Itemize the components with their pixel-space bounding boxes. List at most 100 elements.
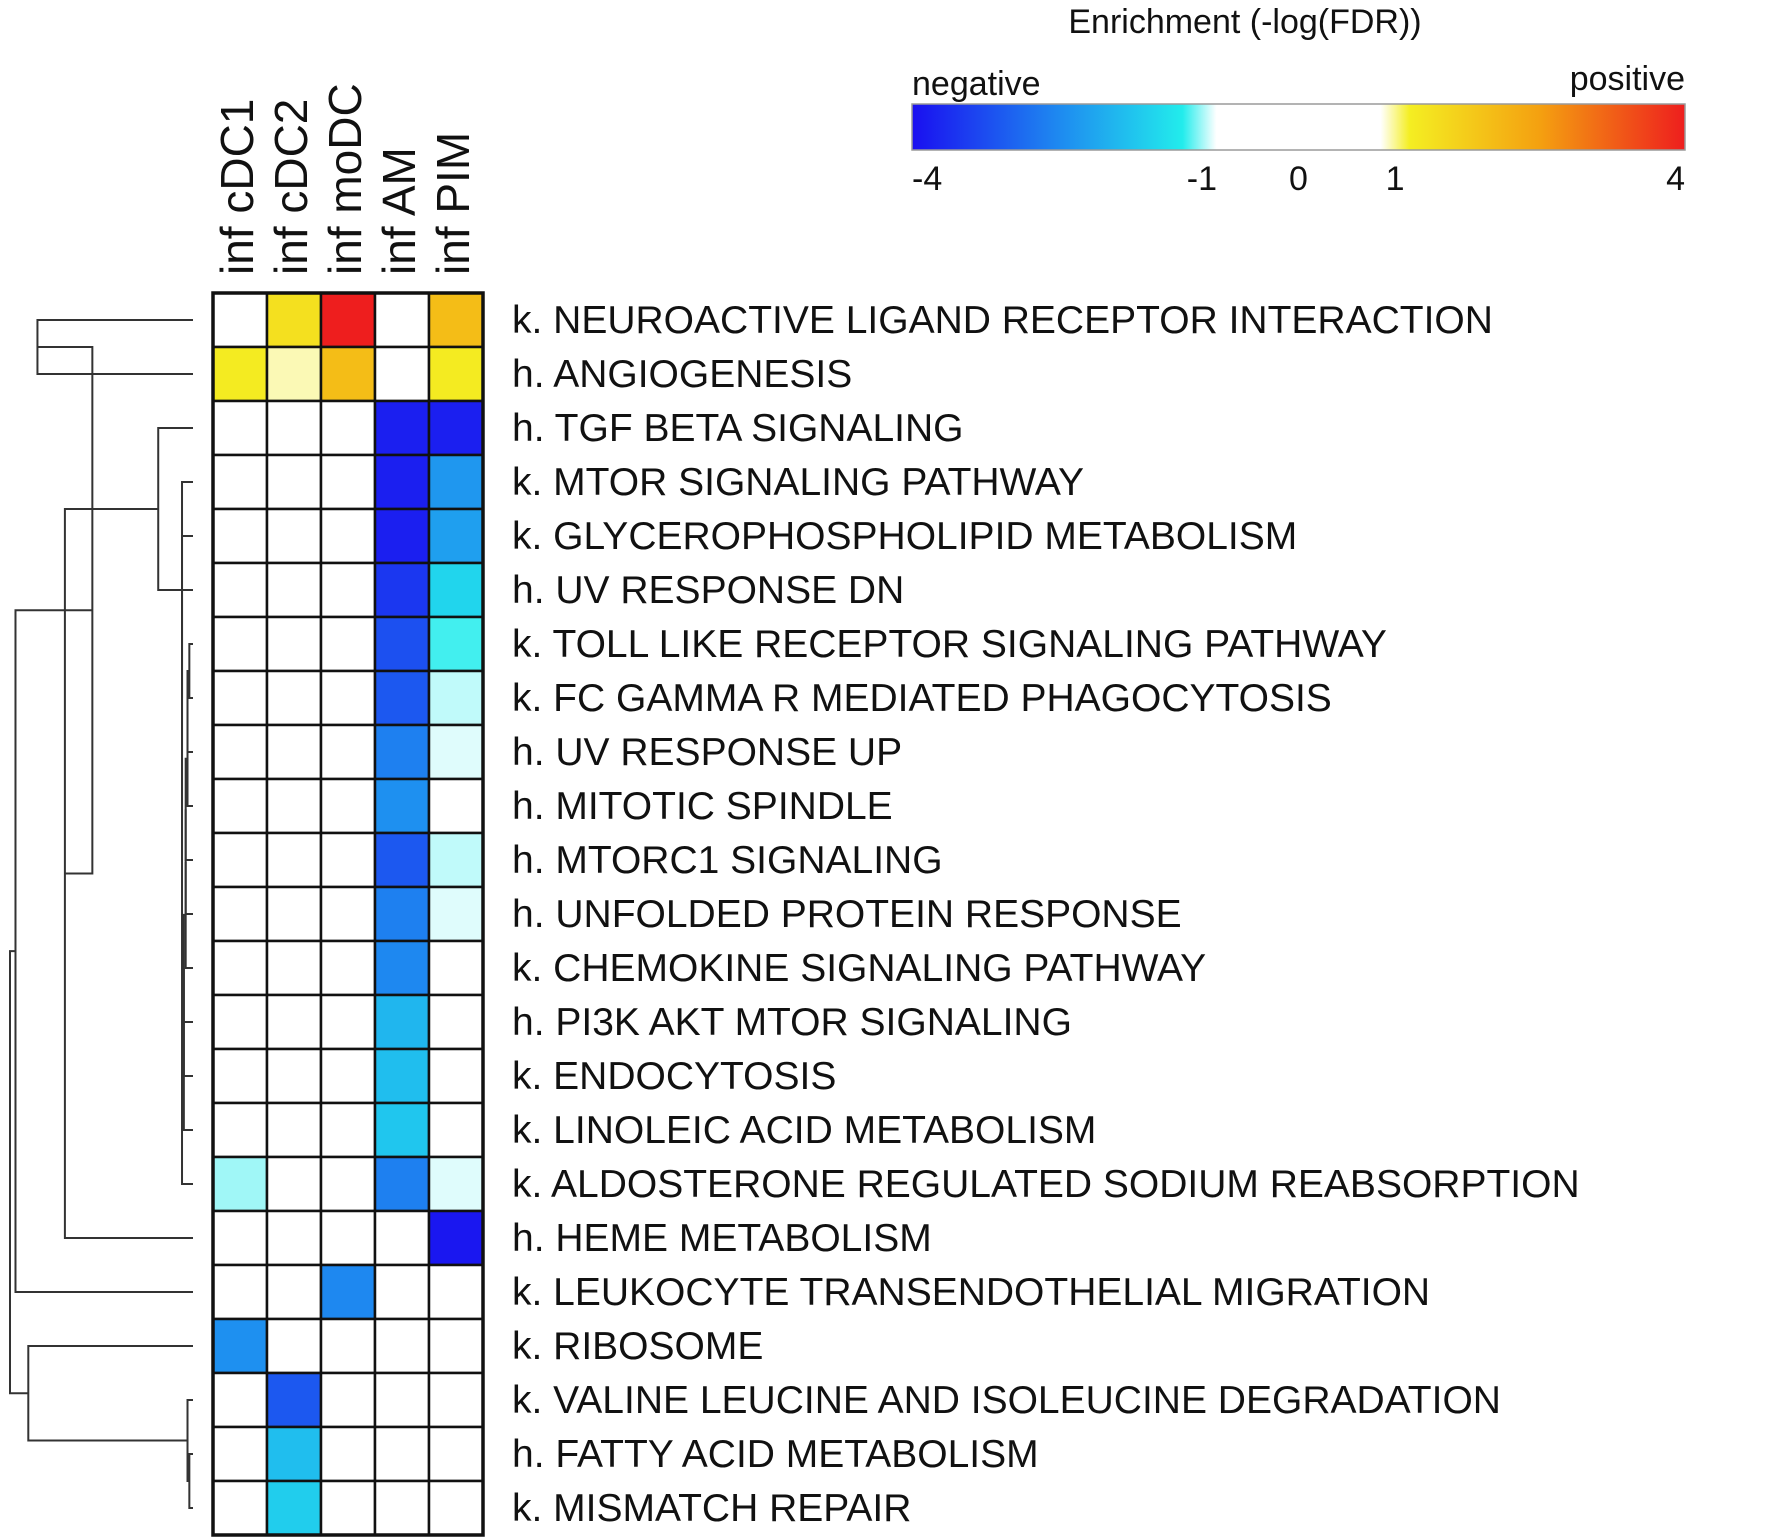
row-label: k. NEUROACTIVE LIGAND RECEPTOR INTERACTI… bbox=[512, 299, 1493, 342]
heatmap-cell bbox=[265, 723, 323, 781]
heatmap-cell bbox=[427, 399, 485, 457]
heatmap-cell bbox=[427, 831, 485, 889]
heatmap-cell bbox=[319, 561, 377, 619]
heatmap-cell bbox=[265, 1371, 323, 1429]
heatmap-cell bbox=[427, 615, 485, 673]
heatmap-cell bbox=[427, 561, 485, 619]
row-label: k. LINOLEIC ACID METABOLISM bbox=[512, 1109, 1096, 1152]
column-label: inf cDC2 bbox=[265, 99, 317, 275]
row-dendrogram bbox=[9, 319, 193, 1509]
dendrogram-branch bbox=[181, 481, 193, 699]
heatmap-cell bbox=[265, 1155, 323, 1213]
heatmap-cell bbox=[211, 291, 269, 349]
heatmap-cell bbox=[373, 885, 431, 943]
heatmap-cell bbox=[211, 1371, 269, 1429]
heatmap-cell bbox=[265, 1047, 323, 1105]
heatmap-cell bbox=[265, 885, 323, 943]
row-label: k. LEUKOCYTE TRANSENDOTHELIAL MIGRATION bbox=[512, 1271, 1430, 1314]
legend-high-label: positive bbox=[1570, 60, 1685, 98]
heatmap-cell bbox=[319, 885, 377, 943]
heatmap-cell bbox=[373, 777, 431, 835]
heatmap-cell bbox=[265, 993, 323, 1051]
heatmap-cell bbox=[427, 777, 485, 835]
heatmap-cell bbox=[319, 1479, 377, 1537]
heatmap-cell bbox=[427, 1155, 485, 1213]
legend-low-label: negative bbox=[912, 65, 1041, 103]
heatmap-cell bbox=[265, 831, 323, 889]
heatmap-cell bbox=[211, 1479, 269, 1537]
heatmap-cell bbox=[319, 1101, 377, 1159]
heatmap-cell bbox=[265, 453, 323, 511]
dendrogram-branch bbox=[184, 861, 193, 969]
heatmap-cell bbox=[373, 507, 431, 565]
heatmap-cell bbox=[211, 939, 269, 997]
heatmap-cell bbox=[265, 345, 323, 403]
heatmap-cell bbox=[373, 1263, 431, 1321]
heatmap-cell bbox=[265, 669, 323, 727]
heatmap-cell bbox=[319, 1317, 377, 1375]
heatmap-cell bbox=[265, 1209, 323, 1267]
heatmap-cell bbox=[265, 561, 323, 619]
heatmap-cell bbox=[211, 615, 269, 673]
column-label: inf AM bbox=[373, 147, 425, 275]
heatmap-cell bbox=[373, 1155, 431, 1213]
heatmap-cell bbox=[211, 1101, 269, 1159]
heatmap-cell bbox=[211, 561, 269, 619]
row-label: h. TGF BETA SIGNALING bbox=[512, 407, 964, 450]
row-label: k. MTOR SIGNALING PATHWAY bbox=[512, 461, 1084, 504]
row-label: h. PI3K AKT MTOR SIGNALING bbox=[512, 1001, 1072, 1044]
heatmap-cell bbox=[265, 291, 323, 349]
heatmap-cell bbox=[265, 399, 323, 457]
row-label: h. HEME METABOLISM bbox=[512, 1217, 932, 1260]
row-label: k. RIBOSOME bbox=[512, 1325, 763, 1368]
heatmap-cell bbox=[211, 507, 269, 565]
row-label: k. MISMATCH REPAIR bbox=[512, 1487, 911, 1530]
heatmap-cell bbox=[373, 723, 431, 781]
heatmap-cell bbox=[373, 561, 431, 619]
heatmap-cell bbox=[319, 1047, 377, 1105]
row-label: h. MITOTIC SPINDLE bbox=[512, 785, 893, 828]
legend-tick-label: -4 bbox=[912, 160, 942, 198]
heatmap-cell bbox=[373, 291, 431, 349]
heatmap-cell bbox=[427, 669, 485, 727]
heatmap-cell bbox=[265, 1101, 323, 1159]
row-label: k. ALDOSTERONE REGULATED SODIUM REABSORP… bbox=[512, 1163, 1580, 1206]
heatmap-cell bbox=[265, 507, 323, 565]
heatmap-cell bbox=[427, 1371, 485, 1429]
heatmap-cell bbox=[211, 669, 269, 727]
heatmap-cell bbox=[319, 1425, 377, 1483]
heatmap-cell bbox=[211, 885, 269, 943]
heatmap-cell bbox=[265, 777, 323, 835]
heatmap-cell bbox=[427, 1047, 485, 1105]
heatmap-cell bbox=[319, 1155, 377, 1213]
heatmap-cell bbox=[319, 1263, 377, 1321]
heatmap-cell bbox=[373, 993, 431, 1051]
heatmap-cell bbox=[373, 1101, 431, 1159]
heatmap-cell bbox=[427, 1101, 485, 1159]
heatmap-cell bbox=[373, 345, 431, 403]
heatmap-cell bbox=[373, 1047, 431, 1105]
heatmap-cell bbox=[211, 453, 269, 511]
heatmap-cell bbox=[427, 723, 485, 781]
heatmap-cell bbox=[319, 1209, 377, 1267]
heatmap-cell bbox=[427, 345, 485, 403]
heatmap-cell bbox=[319, 723, 377, 781]
legend-tick-label: 0 bbox=[1289, 160, 1308, 198]
heatmap-cell bbox=[373, 1209, 431, 1267]
heatmap-cell bbox=[211, 777, 269, 835]
heatmap-cell bbox=[265, 1479, 323, 1537]
heatmap-cell bbox=[211, 723, 269, 781]
heatmap-cell bbox=[427, 885, 485, 943]
heatmap-cell bbox=[427, 507, 485, 565]
heatmap-cell bbox=[211, 399, 269, 457]
heatmap-cell bbox=[265, 1263, 323, 1321]
heatmap-cell bbox=[427, 1263, 485, 1321]
heatmap-cell bbox=[373, 831, 431, 889]
heatmap-cell bbox=[373, 1371, 431, 1429]
row-label: k. CHEMOKINE SIGNALING PATHWAY bbox=[512, 947, 1206, 990]
heatmap-cell bbox=[373, 615, 431, 673]
row-label: h. ANGIOGENESIS bbox=[512, 353, 852, 396]
legend-title: Enrichment (-log(FDR)) bbox=[1068, 3, 1421, 41]
heatmap-cell bbox=[427, 1317, 485, 1375]
dendrogram-branch bbox=[27, 1345, 193, 1442]
